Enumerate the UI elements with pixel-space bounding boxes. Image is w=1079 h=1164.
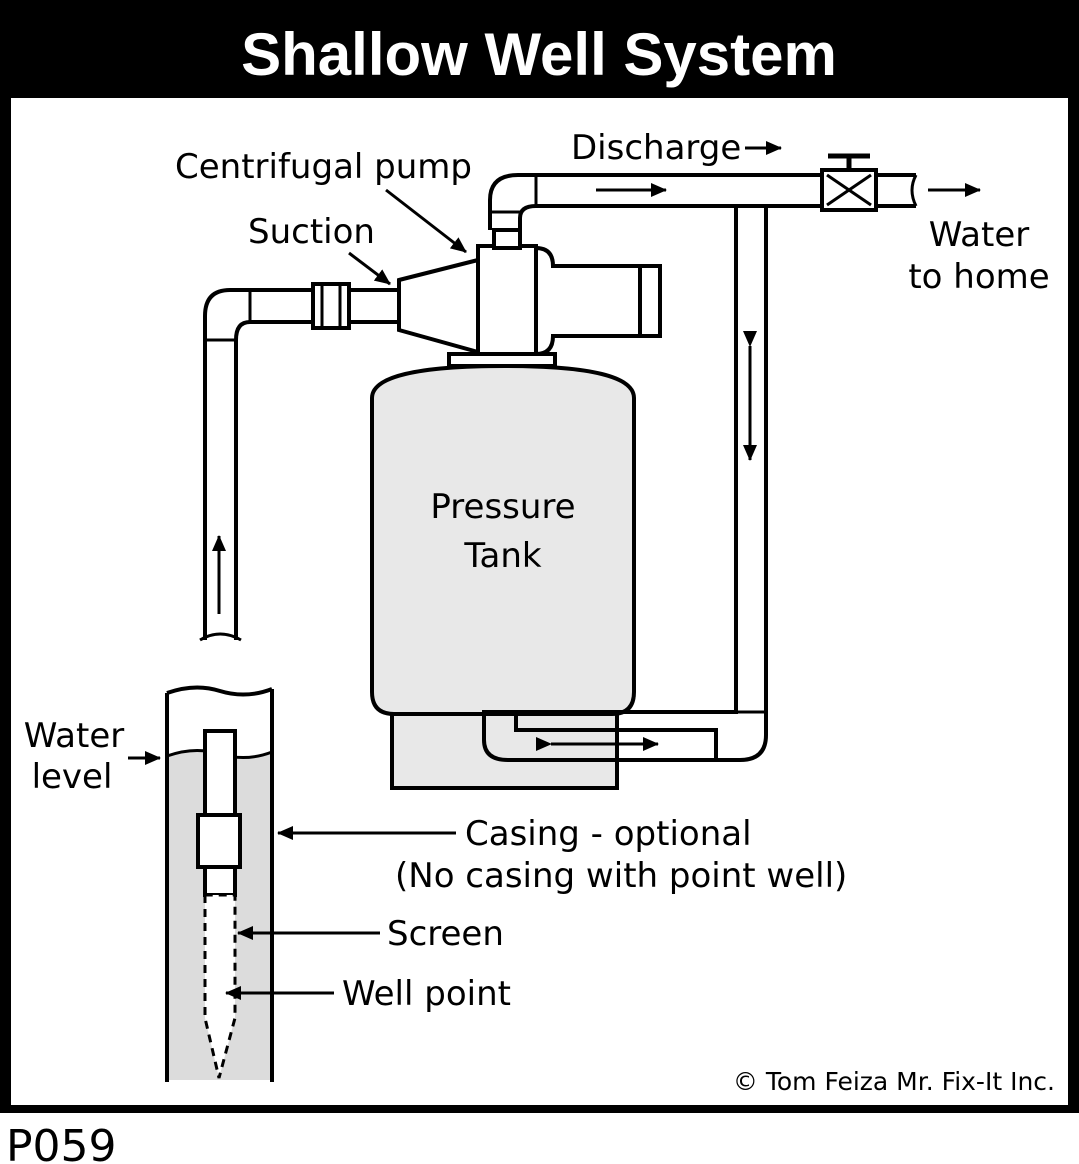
coupling [196,813,242,869]
water-to-home-label-1: Water [929,215,1030,255]
water-level-label-1: Water [24,716,125,756]
casing-note: (No casing with point well) [395,856,847,896]
pump-leader [385,188,467,254]
pressure-tank-label-1: Pressure [430,487,575,527]
pressure-tank-label-2: Tank [463,536,542,576]
centrifugal-pump-label: Centrifugal pump [175,147,472,187]
copyright: © Tom Feiza Mr. Fix-It Inc. [733,1067,1055,1096]
well-point-label: Well point [342,974,511,1014]
water-level-label-2: level [32,757,113,797]
tank-connection-pipe [482,206,768,762]
screen-label: Screen [387,914,504,954]
water-to-home-label-2: to home [908,257,1049,297]
figure-code: P059 [6,1121,117,1164]
suction-pipe [199,282,401,642]
casing-label: Casing - optional [465,814,752,854]
union-fitting [311,282,351,330]
pressure-tank: Pressure Tank [370,363,636,790]
suction-label: Suction [248,212,375,252]
diagram-title: Shallow Well System [241,21,837,88]
centrifugal-pump [397,228,662,368]
screen [203,893,237,1079]
discharge-label: Discharge [571,128,741,168]
suction-leader [348,251,391,286]
discharge-pipe [488,153,981,230]
well-point-assembly [196,729,242,1079]
